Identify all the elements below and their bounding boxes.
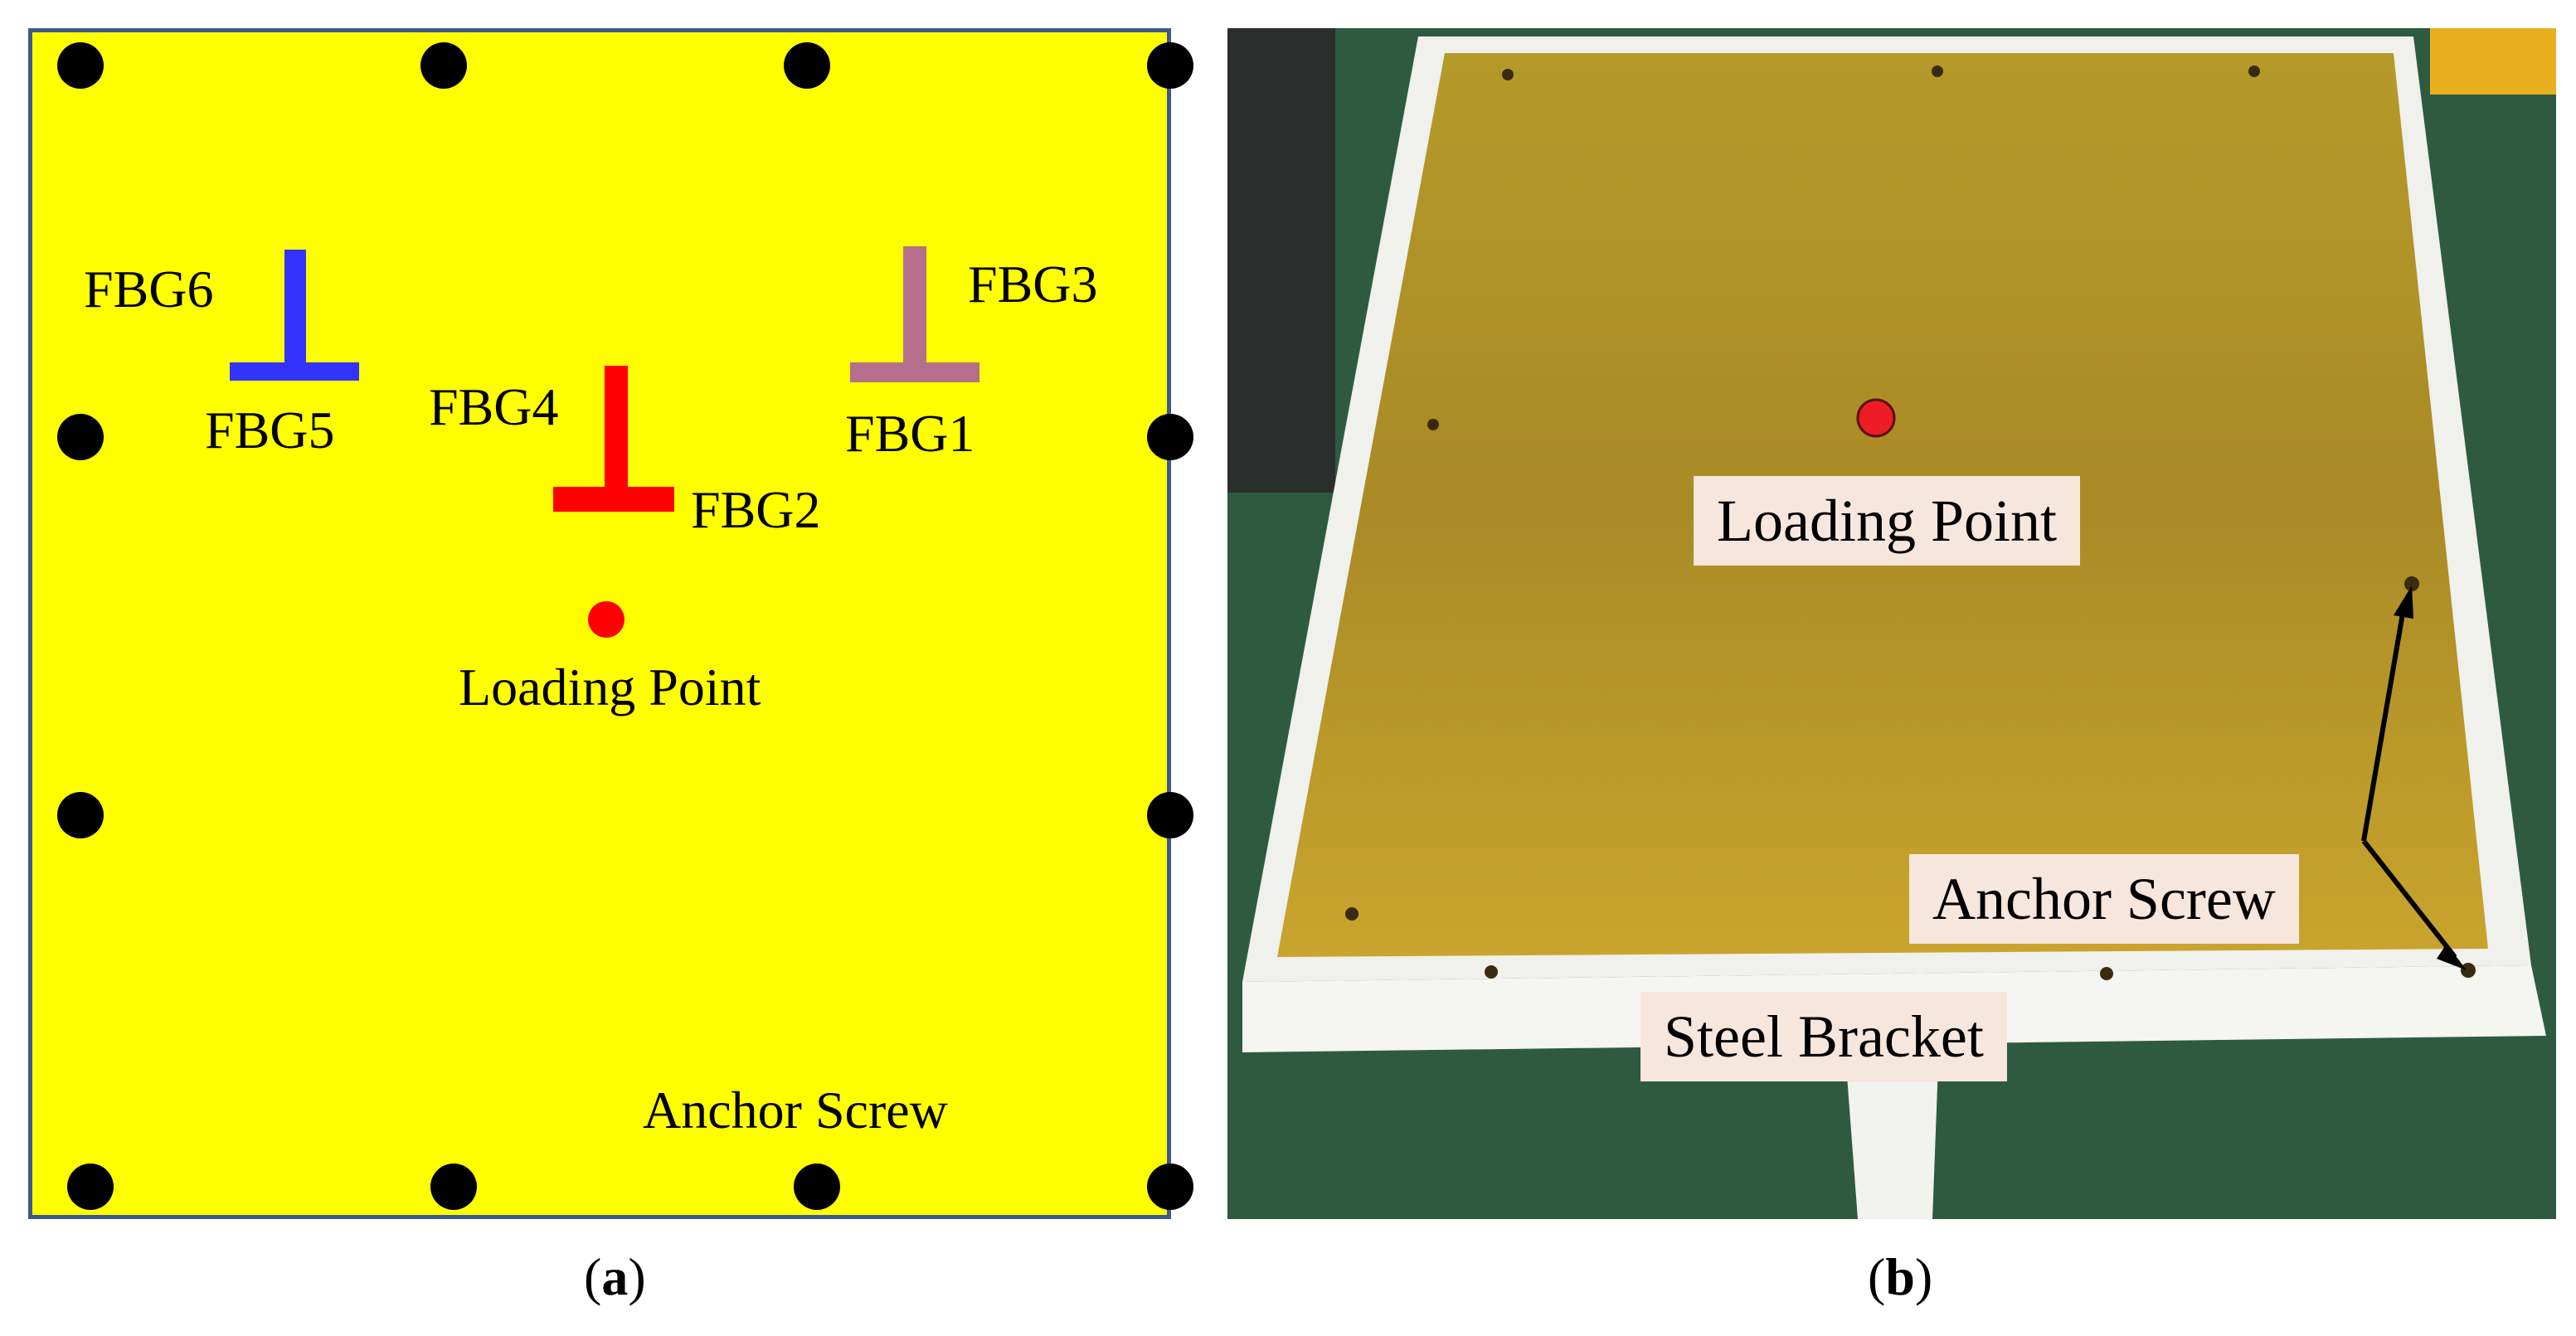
arrowhead: [2394, 585, 2413, 619]
fbg2-label: FBG2: [691, 480, 821, 539]
fbg3-label: FBG3: [968, 255, 1098, 313]
fbg2-sensor-bar: [553, 487, 674, 512]
fbg5-label: FBG5: [205, 401, 335, 459]
loading-point-marker: [1856, 398, 1896, 438]
anchor-screw-hole: [2461, 963, 2476, 978]
anchor-screw-label: Anchor Screw: [643, 1081, 948, 1139]
anchor-screw-dot: [794, 1164, 840, 1210]
fbg5-sensor-bar: [230, 362, 359, 381]
anchor-screw-hole: [2100, 967, 2113, 980]
steel-bracket-tag: Steel Bracket: [1640, 992, 2007, 1081]
anchor-screw-dot: [1147, 42, 1193, 89]
anchor-screw-dot: [1147, 1164, 1193, 1210]
fbg4-label: FBG4: [429, 377, 559, 436]
anchor-screw-dot: [420, 42, 467, 89]
anchor-screw-dot: [1147, 414, 1193, 460]
loading-point-marker: [588, 601, 625, 638]
caption-a: (a): [584, 1247, 646, 1306]
anchor-screw-hole: [2404, 576, 2419, 591]
anchor-screw-dot: [784, 42, 830, 89]
schematic-panel-a: FBG6 FBG5 FBG4 FBG2 FBG3 FBG1 Loading Po…: [28, 28, 1193, 1219]
arrow-line: [2361, 839, 2457, 959]
anchor-screw-dot: [57, 792, 104, 838]
fbg6-sensor-bar: [284, 250, 306, 374]
arrowhead: [2437, 944, 2467, 970]
loading-point-tag: Loading Point: [1694, 476, 2080, 566]
anchor-screw-dot: [67, 1164, 114, 1210]
anchor-screw-hole: [1485, 965, 1498, 979]
fbg3-sensor-bar: [903, 246, 926, 371]
background-object: [2430, 28, 2556, 95]
anchor-screw-dot: [430, 1164, 477, 1210]
anchor-screw-hole: [1427, 419, 1439, 430]
anchor-screw-dot: [57, 42, 104, 89]
anchor-screw-hole: [2248, 66, 2260, 77]
arrow-line: [2361, 608, 2406, 842]
anchor-screw-hole: [1932, 66, 1943, 77]
anchor-screw-dot: [57, 414, 104, 460]
fbg4-sensor-bar: [605, 366, 628, 498]
caption-b: (b): [1868, 1247, 1933, 1306]
anchor-screw-tag: Anchor Screw: [1909, 854, 2299, 944]
floor-shadow: [1227, 28, 1335, 493]
photo-panel-b: Loading Point Anchor Screw Steel Bracket: [1227, 28, 2556, 1219]
anchor-screw-dot: [1147, 792, 1193, 838]
anchor-screw-hole: [1502, 69, 1514, 80]
fbg1-sensor-bar: [850, 362, 979, 382]
fbg1-label: FBG1: [845, 404, 975, 463]
anchor-screw-hole: [1345, 907, 1358, 921]
loading-point-label: Loading Point: [459, 658, 761, 717]
fbg6-label: FBG6: [84, 260, 214, 318]
